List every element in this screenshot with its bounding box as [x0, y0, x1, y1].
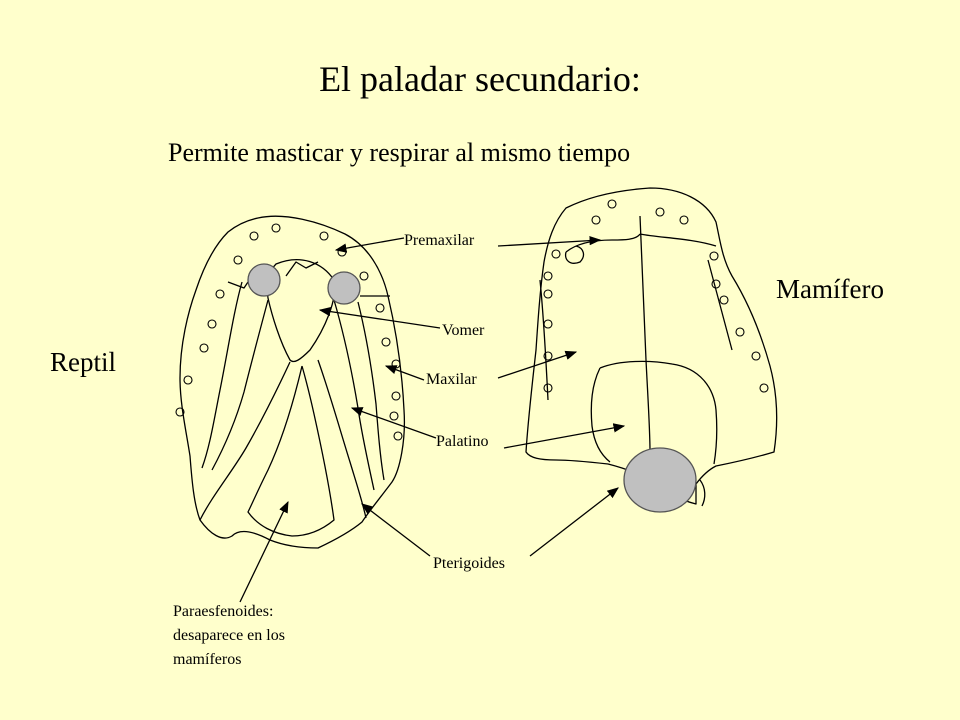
reptile-outline [179, 215, 406, 549]
mammal-label: Mamífero [776, 274, 884, 304]
label-paraesfenoides: Paraesfenoides: desaparece en los mamífe… [173, 600, 285, 672]
reptile-right-maxilla [357, 301, 385, 481]
label-paraesfenoides-line-2: desaparece en los [173, 627, 285, 644]
label-paraesfenoides-line-1: Paraesfenoides: [173, 603, 274, 620]
mammal-teeth [543, 199, 769, 393]
reptile-left-naris [247, 263, 281, 297]
label-palatino: Palatino [436, 433, 489, 450]
reptile-label: Reptil [50, 347, 116, 377]
pointer-arrows [239, 235, 626, 603]
label-paraesfenoides-line-3: mamíferos [173, 651, 242, 668]
reptile-right-palatine [333, 299, 375, 491]
label-vomer: Vomer [442, 322, 485, 339]
arrow-pterigoides-mammal [529, 487, 619, 557]
arrow-paraesfenoides [239, 500, 289, 603]
arrow-premaxilar-mammal [497, 235, 602, 247]
reptile-right-naris [327, 271, 361, 305]
arrow-vomer [318, 306, 441, 329]
arrow-premaxilar-reptile [334, 237, 405, 253]
reptile-left-palatine [211, 299, 269, 471]
arrow-palatino-mammal [503, 423, 626, 449]
mammal-choana [623, 447, 697, 513]
slide-title: El paladar secundario: [319, 59, 641, 99]
mammal-palatine [590, 360, 718, 465]
label-premaxilar: Premaxilar [404, 232, 475, 249]
mammal-midline-suture [639, 215, 651, 453]
label-pterigoides: Pterigoides [433, 555, 505, 572]
arrow-maxilar-mammal [497, 350, 578, 379]
arrow-palatino-reptile [350, 407, 437, 439]
slide-subtitle: Permite masticar y respirar al mismo tie… [168, 138, 631, 167]
reptile-vomer [266, 259, 336, 363]
reptile-parasphenoid [247, 365, 335, 537]
reptile-palate [175, 215, 406, 549]
mammal-palate [525, 187, 778, 513]
label-maxilar: Maxilar [426, 371, 477, 388]
reptile-right-pterygoid [317, 359, 367, 519]
reptile-left-maxilla [201, 281, 243, 469]
arrow-pterigoides-reptile [361, 503, 431, 557]
arrow-maxilar-reptile [384, 365, 425, 381]
reptile-left-pterygoid [199, 361, 291, 521]
